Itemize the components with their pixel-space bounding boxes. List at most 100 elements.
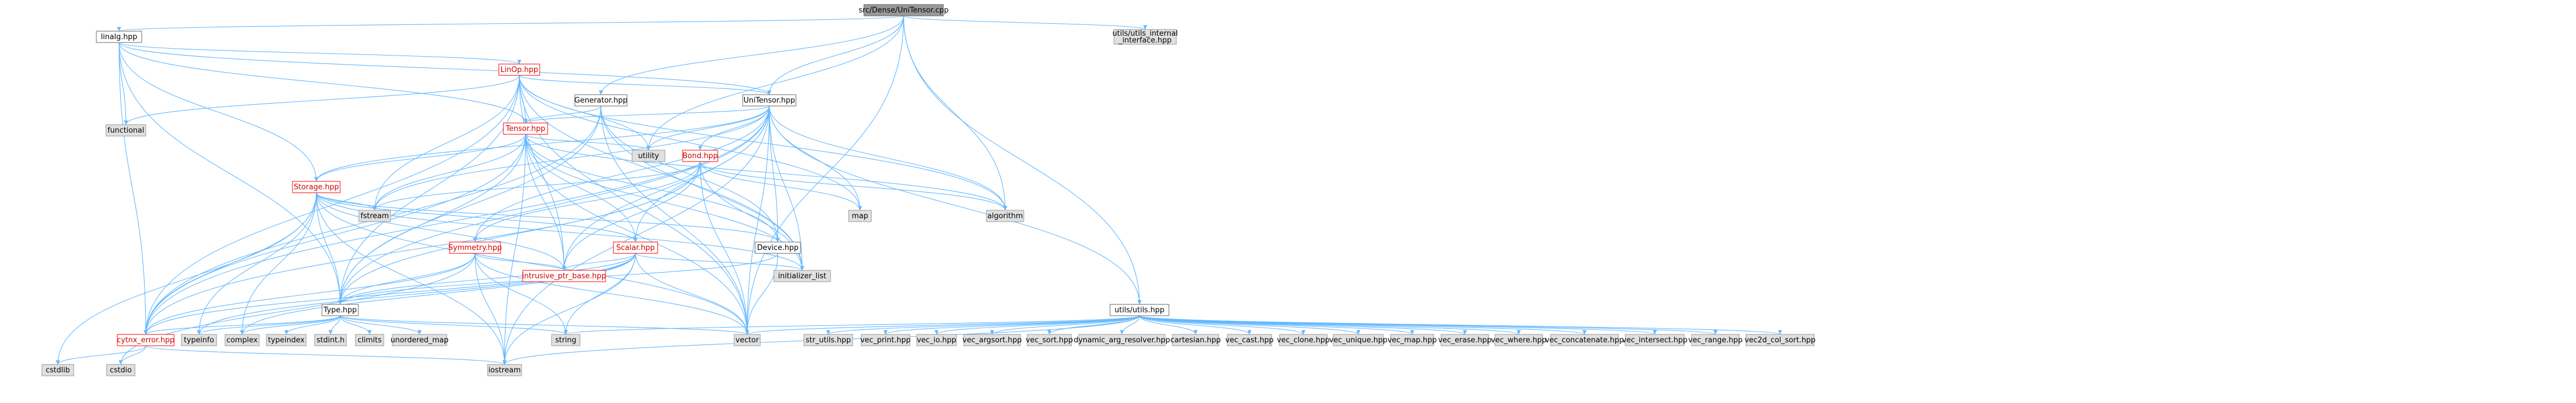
node-box [224,334,260,346]
node-scalar[interactable]: Scalar.hpp [613,241,658,254]
node-label: initializer_list [778,272,826,281]
edge-utils-to-vec_map [1139,315,1414,335]
edge-utils-to-vec_print [883,315,1140,335]
node-bond[interactable]: Bond.hpp [682,150,718,162]
edge-bond-to-cytnx_error [143,161,701,335]
edge-unitensor-to-utils [769,105,1142,305]
node-label: climits [358,336,382,345]
node-intrusive[interactable]: intrusive_ptr_base.hpp [522,270,606,282]
node-complex: complex [224,334,260,346]
edge-utils-to-string [564,315,1140,335]
node-cytnx_error[interactable]: cytnx_error.hpp [117,334,175,346]
edge-utils-to-vec_concatenate [1139,315,1587,335]
edge-utils-to-vector [745,315,1140,335]
node-functional: functional [105,124,146,137]
node-storage[interactable]: Storage.hpp [292,181,341,193]
edge-root-to-utility [646,15,904,151]
edge-bond-to-fstream [372,161,701,211]
node-vec_map: vec_map.hpp [1387,334,1437,346]
node-box [498,63,540,76]
edge-type-to-stdint [328,315,341,335]
edge-bond-to-symmetry [473,161,701,243]
edge-linop-to-functional [124,75,520,125]
node-box [551,334,581,346]
edge-root-to-generator [599,15,904,95]
edge-linalg-to-storage [118,42,319,182]
edge-symmetry-to-vector [474,253,749,335]
node-root[interactable]: src/Dense/UniTensor.cpp [859,4,949,16]
node-box [755,241,801,254]
node-linalg[interactable]: linalg.hpp [96,31,142,43]
node-device[interactable]: Device.hpp [755,241,801,254]
edge-linop-to-type [338,75,520,305]
node-box [742,94,796,107]
edge-unitensor-to-iostream [502,105,770,365]
edge-tensor-to-vector [525,134,749,335]
node-label: LinOp.hpp [501,66,538,74]
node-label: vec_print.hpp [861,336,911,345]
edge-symmetry-to-cstdio [118,253,476,365]
node-tensor[interactable]: Tensor.hpp [503,122,548,135]
node-symmetry[interactable]: Symmetry.hpp [448,241,502,254]
edge-linop-to-fstream [372,75,520,211]
node-box [1333,334,1384,346]
node-vec_range: vec_range.hpp [1688,334,1743,346]
node-box [487,364,522,376]
node-label: cstdlib [46,366,70,375]
node-algorithm: algorithm [986,210,1024,222]
node-vec_erase: vec_erase.hpp [1438,334,1492,346]
node-label: Tensor.hpp [505,125,545,133]
node-label: dynamic_arg_resolver.hpp [1074,336,1170,345]
node-typeinfo: typeinfo [181,334,217,346]
node-label: vec2d_col_sort.hpp [1744,336,1815,345]
edge-unitensor-to-tensor [523,105,770,124]
node-type[interactable]: Type.hpp [321,304,359,316]
edge-linalg-to-tensor [118,42,528,124]
edge-bond-to-init_list [700,161,804,271]
node-label: cartesian.hpp [1170,336,1221,345]
node-layer: src/Dense/UniTensor.cpp linalg.hpp utils/u… [41,4,1816,376]
node-box [963,334,1021,346]
node-box [181,334,217,346]
node-box [41,364,74,376]
edge-tensor-to-fstream [372,134,526,211]
edge-scalar-to-typeinfo [197,253,636,335]
edge-type-to-unordered_map [340,315,422,335]
node-label: intrusive_ptr_base.hpp [522,272,606,281]
node-label: vec_cast.hpp [1225,336,1273,345]
node-iostream: iostream [487,364,522,376]
edge-tensor-to-utility [525,134,651,151]
node-label: vec_concatenate.hpp [1545,336,1624,345]
edge-root-to-utils_internal [903,15,1147,30]
node-map: map [848,210,872,222]
edge-storage-to-vector [316,192,749,335]
node-generator[interactable]: Generator.hpp [574,94,628,107]
node-label: vec_unique.hpp [1329,336,1388,345]
node-box [1027,334,1072,346]
node-box [117,334,175,346]
node-box [96,31,142,43]
node-linop[interactable]: LinOp.hpp [498,63,540,76]
node-utils[interactable]: utils/utils.hpp [1109,304,1170,316]
edge-root-to-utils [903,15,1142,305]
node-unitensor[interactable]: UniTensor.hpp [742,94,796,107]
node-label: cytnx_error.hpp [117,336,175,345]
node-init_list: initializer_list [773,270,831,282]
node-cstdio: cstdio [106,364,135,376]
node-box [1109,304,1170,316]
node-label: Storage.hpp [294,183,339,192]
edge-tensor-to-algorithm [525,134,1007,211]
edge-tensor-to-device [525,134,780,243]
node-vec_io: vec_io.hpp [916,334,957,346]
node-box [1691,334,1740,346]
edge-utils-to-str_utils [826,315,1140,335]
edge-unitensor-to-storage [314,105,770,182]
edge-linop-to-intrusive [519,75,566,271]
node-box [613,241,658,254]
node-label: linalg.hpp [101,33,137,41]
node-box [314,334,347,346]
node-box [1745,334,1815,346]
edge-unitensor-to-symmetry [473,105,770,243]
edge-linop-to-map [519,75,862,211]
edge-type-to-cytnx_error [143,315,341,335]
